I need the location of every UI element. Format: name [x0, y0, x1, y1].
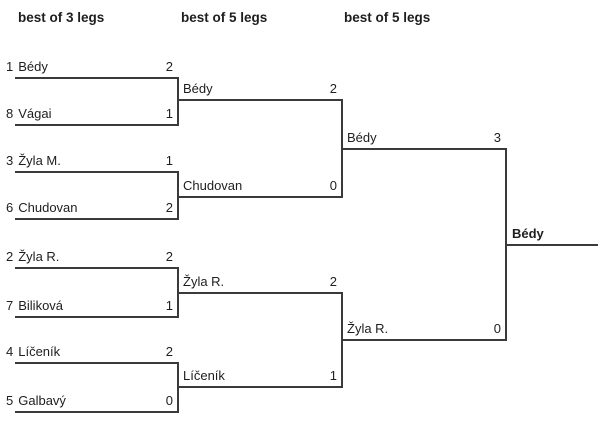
player-score: 2 — [329, 81, 337, 96]
bracket-line — [15, 124, 179, 126]
player-row: Žyla R. 0 — [341, 321, 507, 339]
player-seed: 5 — [6, 393, 14, 408]
slot-qf3-zyla-r: 2 Žyla R. 2 — [6, 245, 179, 269]
player-row: 3 Žyla M. 1 — [6, 153, 179, 171]
slot-qf1-bedy: 1 Bédy 2 — [6, 55, 179, 79]
player-name: Bédy — [18, 59, 48, 74]
bracket-line — [177, 292, 343, 294]
bracket-line — [341, 339, 507, 341]
player-row: Bédy 2 — [177, 81, 343, 99]
player-name: Chudovan — [18, 200, 78, 215]
slot-sf2-licenik: Líčeník 1 — [177, 364, 343, 388]
player-row: 4 Líčeník 2 — [6, 344, 179, 362]
player-seed: 3 — [6, 153, 14, 168]
bracket-line — [15, 411, 179, 413]
player-row: 8 Vágai 1 — [6, 106, 179, 124]
player-label: 2 Žyla R. — [6, 249, 59, 264]
player-label: 7 Biliková — [6, 298, 63, 313]
player-score: 2 — [165, 200, 173, 215]
round-header-1: best of 3 legs — [18, 10, 105, 25]
player-name: Líčeník — [183, 368, 225, 383]
player-score: 2 — [165, 249, 173, 264]
player-row: Bédy — [505, 226, 598, 244]
player-name: Galbavý — [18, 393, 66, 408]
player-score: 1 — [165, 153, 173, 168]
bracket-line — [177, 196, 343, 198]
slot-qf2-zyla-m: 3 Žyla M. 1 — [6, 149, 179, 173]
slot-sf2-zyla-r: Žyla R. 2 — [177, 270, 343, 294]
slot-qf2-chudovan: 6 Chudovan 2 — [6, 196, 179, 220]
bracket-line — [341, 148, 507, 150]
player-label: 3 Žyla M. — [6, 153, 61, 168]
player-label: 6 Chudovan — [6, 200, 78, 215]
player-row: 5 Galbavý 0 — [6, 393, 179, 411]
slot-sf1-bedy: Bédy 2 — [177, 77, 343, 101]
bracket-line — [177, 386, 343, 388]
bracket-line — [15, 171, 179, 173]
player-name: Chudovan — [183, 178, 243, 193]
player-label: 4 Líčeník — [6, 344, 60, 359]
player-name: Bédy — [347, 130, 377, 145]
player-row: Líčeník 1 — [177, 368, 343, 386]
bracket-line — [15, 218, 179, 220]
player-score: 0 — [329, 178, 337, 193]
player-seed: 8 — [6, 106, 14, 121]
player-score: 2 — [329, 274, 337, 289]
player-name: Žyla R. — [347, 321, 389, 336]
player-seed: 1 — [6, 59, 14, 74]
player-label: 8 Vágai — [6, 106, 51, 121]
player-score: 1 — [165, 298, 173, 313]
player-score: 2 — [165, 344, 173, 359]
player-label: 1 Bédy — [6, 59, 48, 74]
slot-qf4-galbavy: 5 Galbavý 0 — [6, 389, 179, 413]
bracket-line — [15, 316, 179, 318]
player-name: Líčeník — [18, 344, 61, 359]
slot-qf4-licenik: 4 Líčeník 2 — [6, 340, 179, 364]
player-row: Žyla R. 2 — [177, 274, 343, 292]
player-row: 7 Biliková 1 — [6, 298, 179, 316]
player-name: Biliková — [18, 298, 64, 313]
slot-champion: Bédy — [505, 222, 598, 246]
player-score: 3 — [493, 130, 501, 145]
slot-final-bedy: Bédy 3 — [341, 126, 507, 150]
player-seed: 4 — [6, 344, 14, 359]
slot-qf3-bilikova: 7 Biliková 1 — [6, 294, 179, 318]
player-score: 1 — [329, 368, 337, 383]
player-score: 0 — [493, 321, 501, 336]
bracket-line — [15, 362, 179, 364]
bracket-line — [177, 99, 343, 101]
player-seed: 6 — [6, 200, 14, 215]
bracket-connector — [177, 171, 179, 220]
bracket-line — [505, 244, 598, 246]
player-name: Žyla R. — [18, 249, 60, 264]
player-score: 1 — [165, 106, 173, 121]
player-label: 5 Galbavý — [6, 393, 66, 408]
round-header-3: best of 5 legs — [344, 10, 431, 25]
player-seed: 7 — [6, 298, 14, 313]
player-score: 2 — [165, 59, 173, 74]
round-header-2: best of 5 legs — [181, 10, 268, 25]
player-name: Žyla R. — [183, 274, 225, 289]
slot-qf1-vagai: 8 Vágai 1 — [6, 102, 179, 126]
player-row: 1 Bédy 2 — [6, 59, 179, 77]
player-score: 0 — [165, 393, 173, 408]
player-row: 6 Chudovan 2 — [6, 200, 179, 218]
player-seed: 2 — [6, 249, 14, 264]
player-row: 2 Žyla R. 2 — [6, 249, 179, 267]
slot-sf1-chudovan: Chudovan 0 — [177, 174, 343, 198]
player-row: Chudovan 0 — [177, 178, 343, 196]
bracket-line — [15, 267, 179, 269]
slot-final-zyla-r: Žyla R. 0 — [341, 317, 507, 341]
bracket-line — [15, 77, 179, 79]
player-name: Vágai — [18, 106, 52, 121]
player-row: Bédy 3 — [341, 130, 507, 148]
player-name: Žyla M. — [18, 153, 61, 168]
bracket-connector — [177, 77, 179, 126]
player-name: Bédy — [183, 81, 213, 96]
champion-name: Bédy — [512, 226, 544, 241]
